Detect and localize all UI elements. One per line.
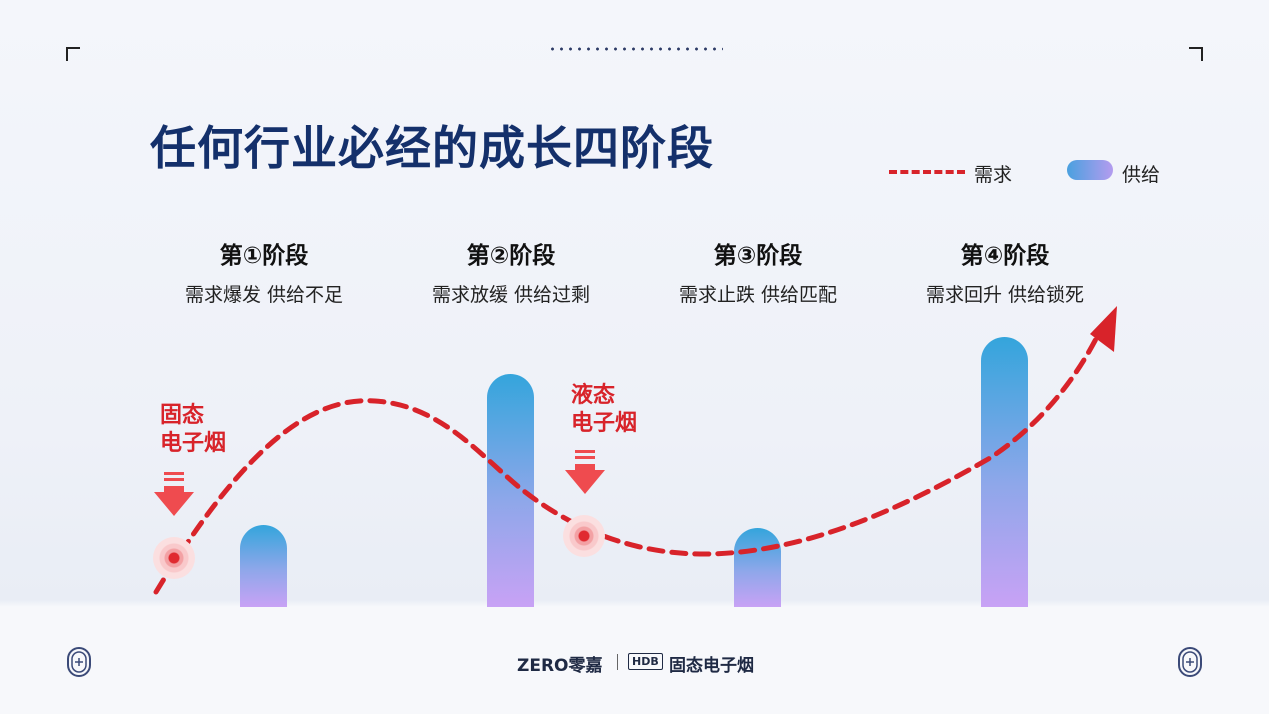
stage-4-title: 第④阶段	[960, 243, 1050, 269]
stage-4-header: 第④阶段 需求回升 供给锁死	[885, 236, 1125, 307]
decorative-dots	[548, 47, 723, 51]
brand-logo-icon	[1178, 647, 1202, 677]
legend-demand-label: 需求	[974, 164, 1013, 186]
stage-2-header: 第②阶段 需求放缓 供给过剩	[391, 236, 631, 307]
legend-supply-label: 供给	[1122, 164, 1161, 186]
stage-2-title: 第②阶段	[466, 243, 556, 269]
annotation-solid-ecig: 固态 电子烟	[160, 402, 226, 458]
brand-logo-icon	[67, 647, 91, 677]
stage-1-title: 第①阶段	[219, 243, 309, 269]
supply-bar-stage-4	[981, 337, 1028, 607]
corner-mark-top-right	[1189, 47, 1203, 61]
footer-brand: ZERO零嘉	[517, 656, 603, 676]
stage-1-desc: 需求爆发 供给不足	[184, 284, 344, 306]
annotation-solid-line1: 固态	[160, 403, 205, 428]
annotation-liquid-line2: 电子烟	[571, 411, 638, 436]
supply-bar-stage-3	[734, 528, 781, 607]
stage-3-desc: 需求止跌 供给匹配	[678, 284, 838, 306]
demand-curve-line	[153, 332, 1101, 595]
down-arrow-icon	[154, 472, 194, 532]
stage-1-header: 第①阶段 需求爆发 供给不足	[144, 236, 384, 307]
stage-4-desc: 需求回升 供给锁死	[925, 284, 1085, 306]
legend-supply-swatch	[1067, 160, 1113, 180]
stage-3-header: 第③阶段 需求止跌 供给匹配	[638, 236, 878, 307]
stage-2-desc: 需求放缓 供给过剩	[431, 284, 591, 306]
footer-hdb-badge: HDB	[628, 653, 663, 670]
footer-product-name: 固态电子烟	[669, 656, 754, 676]
demand-arrow-head-icon	[1090, 306, 1117, 352]
corner-mark-top-left	[66, 47, 80, 61]
down-arrow-icon	[565, 450, 605, 510]
annotation-solid-line2: 电子烟	[160, 431, 227, 456]
annotation-liquid-ecig: 液态 电子烟	[571, 382, 637, 438]
page-title: 任何行业必经的成长四阶段	[150, 121, 714, 175]
target-marker-liquid	[563, 515, 605, 557]
annotation-liquid-line1: 液态	[571, 383, 616, 408]
footer-divider	[617, 654, 618, 670]
legend-demand-line	[889, 170, 965, 174]
stage-3-title: 第③阶段	[713, 243, 803, 269]
supply-bar-stage-1	[240, 525, 287, 607]
target-marker-solid	[153, 537, 195, 579]
